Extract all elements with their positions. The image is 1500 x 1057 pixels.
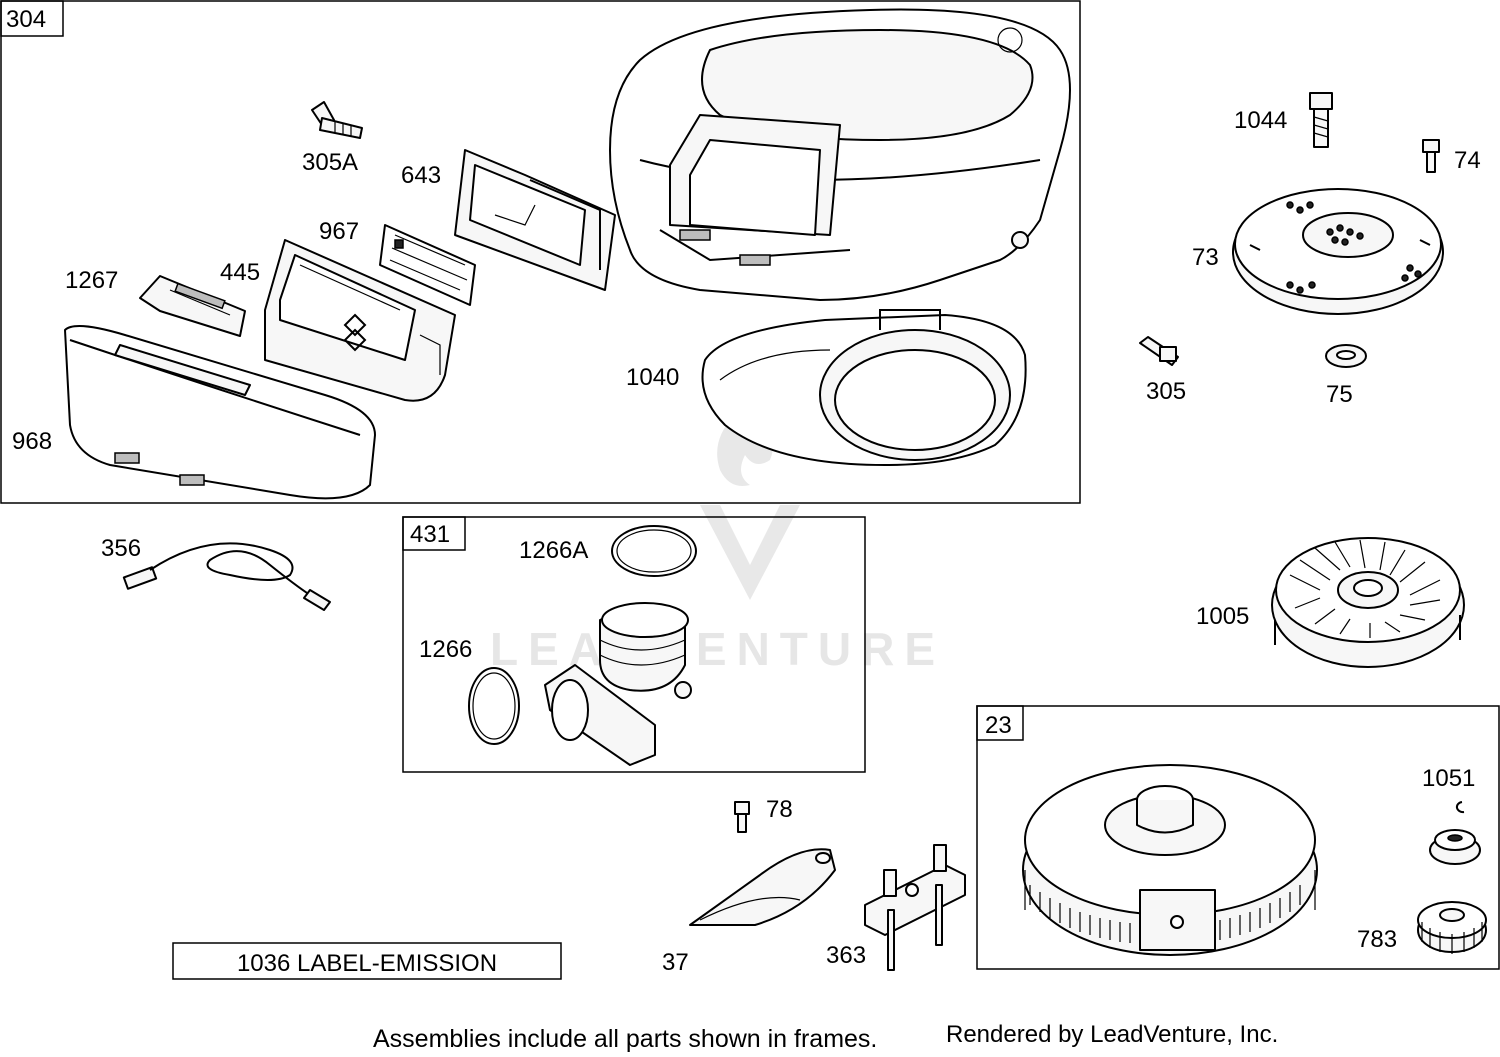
intake-elbow-part bbox=[544, 602, 692, 766]
screw-part-74 bbox=[1422, 139, 1440, 173]
frame-304: 304 bbox=[0, 0, 1081, 504]
callout-1044: 1044 bbox=[1234, 107, 1287, 134]
callout-305a: 305A bbox=[302, 149, 358, 176]
callout-78: 78 bbox=[766, 796, 793, 823]
callout-968: 968 bbox=[12, 428, 52, 455]
frame-label-304: 304 bbox=[6, 6, 46, 33]
air-guide-part-37 bbox=[689, 848, 836, 926]
screw-part-78 bbox=[734, 801, 750, 833]
callout-1040: 1040 bbox=[626, 364, 679, 391]
watermark-text: LEADVENTURE bbox=[490, 623, 945, 675]
callout-1266: 1266 bbox=[419, 636, 472, 663]
fan-part-1005 bbox=[1271, 537, 1465, 668]
frame-label-431: 431 bbox=[410, 521, 450, 548]
callout-37: 37 bbox=[662, 949, 689, 976]
duct-part-643 bbox=[454, 149, 616, 291]
clip-part-1051 bbox=[1455, 801, 1465, 814]
callout-1267: 1267 bbox=[65, 267, 118, 294]
washer-part-75 bbox=[1325, 344, 1367, 368]
callout-1005: 1005 bbox=[1196, 603, 1249, 630]
washer-part-1051 bbox=[1429, 829, 1481, 865]
flywheel-part-23 bbox=[1022, 764, 1318, 956]
callout-356: 356 bbox=[101, 535, 141, 562]
screw-part-305a bbox=[311, 101, 363, 139]
callout-73: 73 bbox=[1192, 244, 1219, 271]
footer-note: Assemblies include all parts shown in fr… bbox=[373, 1025, 877, 1053]
bracket-part-363 bbox=[864, 844, 966, 971]
cover-part-968 bbox=[64, 325, 376, 500]
seal-ring-part-1266a bbox=[611, 525, 697, 577]
callout-74: 74 bbox=[1454, 147, 1481, 174]
frame-23: 23 bbox=[976, 705, 1500, 970]
callout-643: 643 bbox=[401, 162, 441, 189]
label-plate-part-967 bbox=[379, 224, 476, 306]
blower-housing-part bbox=[609, 8, 1071, 301]
bolt-part-1044 bbox=[1309, 92, 1333, 148]
frame-label-23: 23 bbox=[985, 712, 1012, 739]
handle-part-1267 bbox=[139, 275, 246, 337]
gear-part-783 bbox=[1417, 901, 1487, 954]
screen-part-73 bbox=[1232, 188, 1444, 315]
callout-1051: 1051 bbox=[1422, 765, 1475, 792]
ground-wire-part-356 bbox=[122, 542, 331, 611]
callout-783: 783 bbox=[1357, 926, 1397, 953]
air-filter-part-445 bbox=[264, 239, 456, 402]
callout-1266a: 1266A bbox=[519, 537, 588, 564]
callout-305: 305 bbox=[1146, 378, 1186, 405]
seal-ring-part-1266 bbox=[468, 667, 520, 745]
callout-445: 445 bbox=[220, 259, 260, 286]
callout-967: 967 bbox=[319, 218, 359, 245]
screw-part-305 bbox=[1139, 336, 1179, 366]
baffle-part-1040 bbox=[701, 309, 1027, 466]
leadventure-watermark: LEADVENTURE bbox=[490, 415, 945, 675]
frame-431: 431 bbox=[402, 516, 866, 773]
emission-label-box: 1036 LABEL-EMISSION bbox=[172, 942, 562, 980]
callout-75: 75 bbox=[1326, 381, 1353, 408]
emission-label-text: 1036 LABEL-EMISSION bbox=[237, 950, 497, 977]
footer-credit: Rendered by LeadVenture, Inc. bbox=[946, 1021, 1278, 1048]
callout-363: 363 bbox=[826, 942, 866, 969]
